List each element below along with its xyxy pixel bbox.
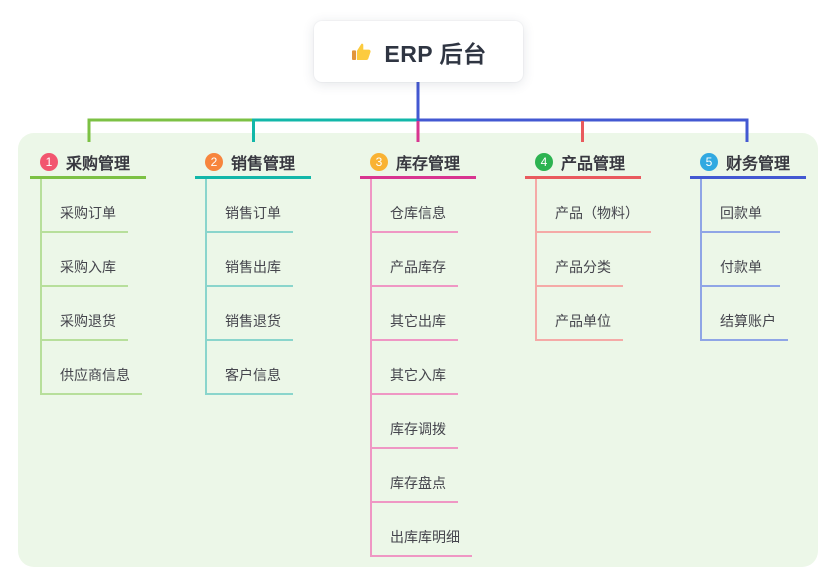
child-node[interactable]: 其它入库 — [372, 341, 458, 395]
branch-node[interactable]: 2 销售管理 — [195, 150, 312, 179]
child-node[interactable]: 销售订单 — [207, 179, 293, 233]
child-node[interactable]: 出库库明细 — [372, 503, 472, 557]
child-node-label: 付款单 — [720, 259, 762, 275]
child-node[interactable]: 采购退货 — [42, 287, 128, 341]
child-node-label: 产品（物料） — [555, 205, 639, 221]
child-node[interactable]: 仓库信息 — [372, 179, 458, 233]
child-node-label: 其它入库 — [390, 367, 446, 383]
child-node[interactable]: 客户信息 — [207, 341, 293, 395]
child-node[interactable]: 产品库存 — [372, 233, 458, 287]
child-node-label: 回款单 — [720, 205, 762, 221]
child-node[interactable]: 库存调拨 — [372, 395, 458, 449]
child-node[interactable]: 其它出库 — [372, 287, 458, 341]
branch-node[interactable]: 5 财务管理 — [690, 150, 807, 179]
branch-number-badge: 1 — [40, 152, 58, 171]
branch-column: 4 产品管理产品（物料） 产品分类产品单位 — [525, 150, 690, 341]
branch-label: 销售管理 — [231, 155, 296, 173]
child-node[interactable]: 回款单 — [702, 179, 780, 233]
branch-children: 仓库信息产品库存其它出库其它入库库存调拨库存盘点出库库明细 — [370, 179, 525, 557]
branch-children: 采购订单采购入库采购退货供应商信息 — [40, 179, 195, 395]
child-node-label: 其它出库 — [390, 313, 446, 329]
child-node[interactable]: 销售退货 — [207, 287, 293, 341]
child-node[interactable]: 供应商信息 — [42, 341, 142, 395]
child-node[interactable]: 产品（物料） — [537, 179, 651, 233]
child-node-label: 采购入库 — [60, 259, 116, 275]
child-node-label: 仓库信息 — [390, 205, 446, 221]
child-node-label: 客户信息 — [225, 367, 281, 383]
child-node[interactable]: 付款单 — [702, 233, 780, 287]
branch-label: 库存管理 — [396, 155, 461, 173]
branch-children: 回款单付款单结算账户 — [700, 179, 839, 341]
child-node-label: 销售退货 — [225, 313, 281, 329]
child-node-label: 供应商信息 — [60, 367, 130, 383]
branch-node[interactable]: 1 采购管理 — [30, 150, 147, 179]
child-node-label: 出库库明细 — [390, 529, 460, 545]
branch-children: 销售订单销售出库销售退货客户信息 — [205, 179, 360, 395]
branch-label: 采购管理 — [66, 155, 131, 173]
child-node[interactable]: 采购入库 — [42, 233, 128, 287]
child-node-label: 产品分类 — [555, 259, 611, 275]
branch-children: 产品（物料） 产品分类产品单位 — [535, 179, 690, 341]
branch-label: 财务管理 — [726, 155, 791, 173]
branch-column: 5 财务管理回款单付款单结算账户 — [690, 150, 839, 341]
branch-number-badge: 4 — [535, 152, 553, 171]
branch-number-badge: 2 — [205, 152, 223, 171]
branches-background-panel — [18, 133, 818, 567]
child-node[interactable]: 产品分类 — [537, 233, 623, 287]
child-node-label: 产品库存 — [390, 259, 446, 275]
child-node-label: 销售订单 — [225, 205, 281, 221]
branch-column: 2 销售管理销售订单销售出库销售退货客户信息 — [195, 150, 360, 395]
child-node-label: 采购退货 — [60, 313, 116, 329]
child-node-label: 采购订单 — [60, 205, 116, 221]
child-node[interactable]: 结算账户 — [702, 287, 788, 341]
root-node-label: ERP 后台 — [384, 40, 487, 67]
branch-node[interactable]: 3 库存管理 — [360, 150, 477, 179]
branch-column: 3 库存管理仓库信息产品库存其它出库其它入库库存调拨库存盘点出库库明细 — [360, 150, 525, 557]
child-node-label: 产品单位 — [555, 313, 611, 329]
branch-label: 产品管理 — [561, 155, 626, 173]
thumbs-up-icon — [352, 43, 371, 60]
branch-column: 1 采购管理采购订单采购入库采购退货供应商信息 — [30, 150, 195, 395]
child-node[interactable]: 产品单位 — [537, 287, 623, 341]
child-node-label: 结算账户 — [720, 313, 776, 329]
child-node[interactable]: 销售出库 — [207, 233, 293, 287]
child-node-label: 库存盘点 — [390, 475, 446, 491]
root-node-erp[interactable]: ERP 后台 — [314, 21, 523, 82]
branch-number-badge: 5 — [700, 152, 718, 171]
branch-node[interactable]: 4 产品管理 — [525, 150, 642, 179]
child-node[interactable]: 采购订单 — [42, 179, 128, 233]
child-node[interactable]: 库存盘点 — [372, 449, 458, 503]
child-node-label: 销售出库 — [225, 259, 281, 275]
child-node-label: 库存调拨 — [390, 421, 446, 437]
branch-number-badge: 3 — [370, 152, 388, 171]
